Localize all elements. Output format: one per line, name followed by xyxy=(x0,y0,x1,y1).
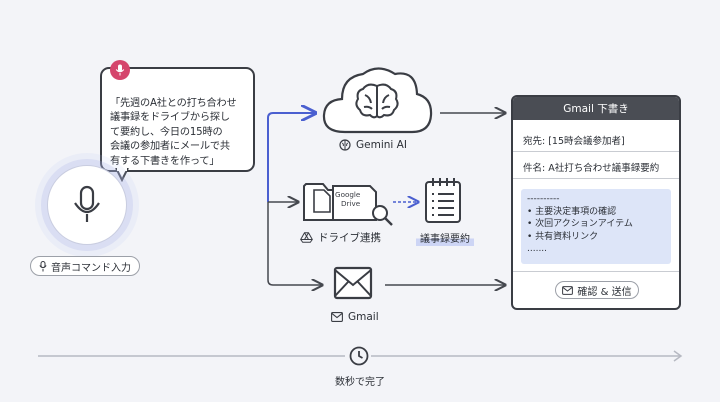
mic-badge-icon xyxy=(110,60,130,80)
drive-doc-label-1: Google xyxy=(335,190,361,199)
bubble-tail xyxy=(115,168,129,182)
drive-integration-text: ドライブ連携 xyxy=(318,232,381,244)
drive-doc-label-2: Drive xyxy=(341,199,361,208)
brain-icon xyxy=(355,83,399,119)
timeline-label: 数秒で完了 xyxy=(335,377,385,388)
gmail-draft-panel: Gmail 下書き 宛先: [15時会議参加者] 件名: A社打ち合わせ議事録要… xyxy=(511,95,681,310)
draft-ellipsis: ....... xyxy=(527,244,548,254)
draft-divider-2 xyxy=(513,178,679,179)
drive-documents-icon: Google Drive xyxy=(303,183,393,226)
voice-input-button[interactable] xyxy=(47,165,127,245)
envelope-icon xyxy=(333,266,373,300)
clock-icon xyxy=(349,346,369,366)
summary-label: 議事録要約 xyxy=(416,229,474,246)
draft-title: Gmail 下書き xyxy=(513,97,679,120)
file-icon xyxy=(313,189,331,213)
confirm-send-label: 確認 & 送信 xyxy=(577,286,632,298)
branch-gemini xyxy=(267,113,315,202)
gemini-label-text: Gemini AI xyxy=(356,139,407,151)
draft-bullet: • 主要決定事項の確認 xyxy=(527,206,617,217)
draft-divider-1 xyxy=(513,151,679,152)
confirm-send-button[interactable]: 確認 & 送信 xyxy=(555,281,639,299)
voice-command-label: 音声コマンド入力 xyxy=(30,256,140,276)
draft-separator: ---------- xyxy=(527,194,560,204)
draft-subject-field[interactable]: 件名: A社打ち合わせ議事録要約 xyxy=(523,163,660,174)
small-mic-icon xyxy=(39,260,47,271)
gmail-label-text: Gmail xyxy=(348,311,379,323)
draft-bullet: • 次回アクションアイテム xyxy=(527,219,633,229)
voice-command-text: 音声コマンド入力 xyxy=(51,262,131,274)
small-brain-icon xyxy=(339,139,351,151)
drive-integration-label: ドライブ連携 xyxy=(300,230,381,245)
google-drive-icon xyxy=(300,232,313,243)
notepad-icon xyxy=(425,178,461,223)
gemini-label: Gemini AI xyxy=(339,139,407,151)
voice-prompt-bubble: 「先週のA社との打ち合わせ 議事録をドライブから探し て要約し、今日の15時の … xyxy=(100,67,255,172)
small-envelope-icon xyxy=(331,312,343,322)
draft-bullet: • 共有資料リンク xyxy=(527,231,599,242)
timeline-arrowhead xyxy=(673,350,683,362)
microphone-icon xyxy=(74,185,100,222)
voice-prompt-text: 「先週のA社との打ち合わせ 議事録をドライブから探し て要約し、今日の15時の … xyxy=(110,97,237,167)
send-envelope-icon xyxy=(562,285,574,295)
draft-to-field[interactable]: 宛先: [15時会議参加者] xyxy=(523,136,625,147)
magnifier-icon xyxy=(372,205,393,226)
gmail-label: Gmail xyxy=(331,311,379,323)
branch-gmail xyxy=(267,202,322,285)
gemini-cloud-icon xyxy=(322,67,433,134)
draft-body[interactable]: ---------- • 主要決定事項の確認 • 次回アクションアイテム • 共… xyxy=(521,189,671,264)
draft-divider-3 xyxy=(513,271,679,272)
